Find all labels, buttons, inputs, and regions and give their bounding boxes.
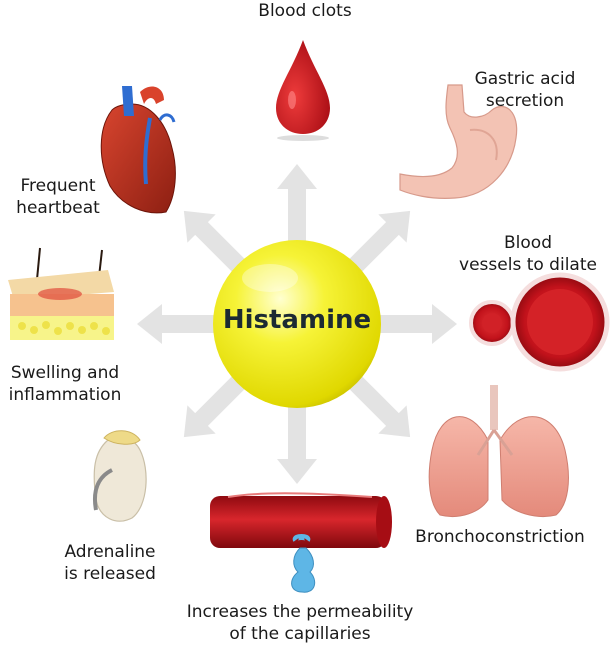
- label-adrenaline: Adrenaline is released: [64, 542, 156, 584]
- heart-icon: [100, 86, 176, 214]
- arrow-down-left: [183, 367, 254, 438]
- arrow-down-right: [340, 367, 411, 438]
- arrows: [137, 164, 457, 484]
- arrow-up: [277, 164, 317, 254]
- label-blood-vessels: Blood vessels to dilate: [459, 233, 597, 275]
- label-swelling: Swelling and inflammation: [8, 363, 122, 405]
- arrow-left: [137, 304, 227, 344]
- label-bronchoconstriction: Bronchoconstriction: [415, 527, 585, 547]
- stomach-icon: [399, 84, 518, 199]
- center-title: Histamine: [222, 305, 372, 335]
- adrenal-gland-icon: [93, 430, 147, 522]
- skin-layer-icon: [8, 247, 114, 340]
- lungs-icon: [428, 385, 569, 517]
- arrow-up-right: [340, 210, 411, 281]
- blood-vessel-icon: [469, 272, 610, 372]
- blood-drop-icon: [276, 40, 330, 141]
- label-blood-clots: Blood clots: [258, 1, 352, 21]
- label-heartbeat: Frequent heartbeat: [16, 176, 100, 218]
- arrow-up-left: [183, 210, 254, 281]
- label-gastric-acid: Gastric acid secretion: [474, 69, 576, 111]
- capillary-icon: [210, 492, 392, 593]
- arrow-right: [367, 304, 457, 344]
- label-capillary-permeability: Increases the permeability of the capill…: [186, 602, 414, 644]
- histamine-sphere: [213, 240, 381, 408]
- arrow-down: [277, 394, 317, 484]
